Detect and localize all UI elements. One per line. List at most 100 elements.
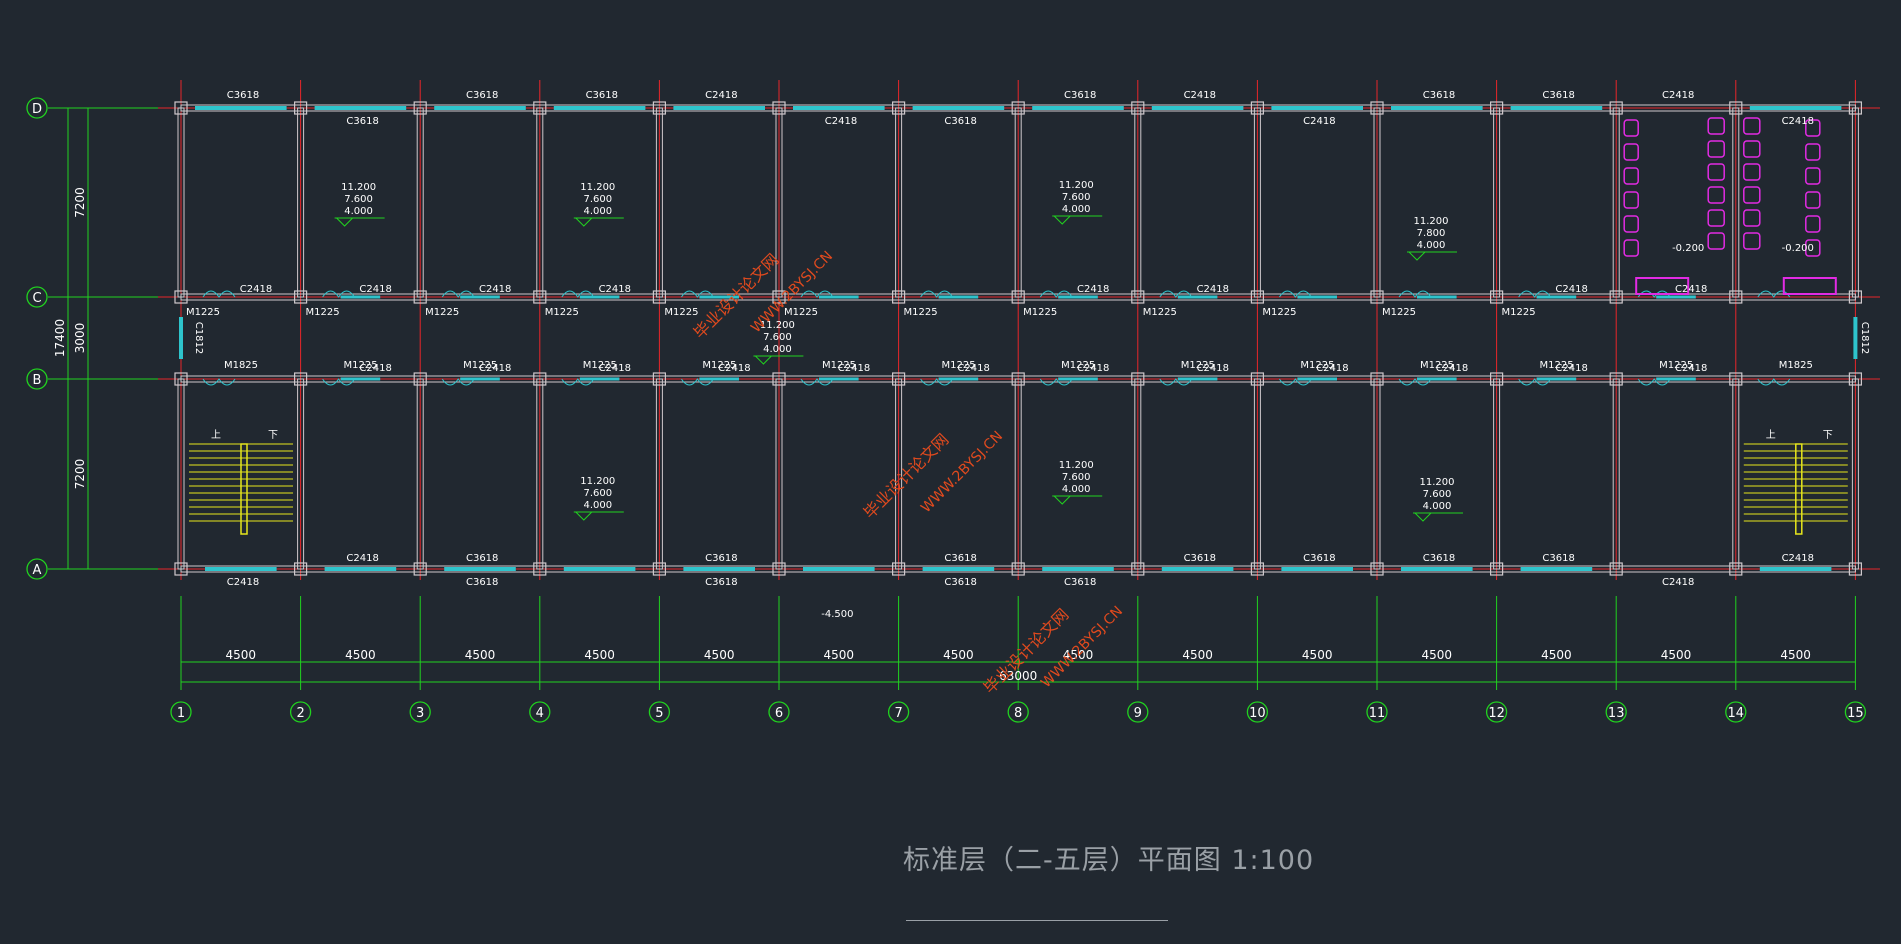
wall-vertical bbox=[297, 378, 305, 570]
axis-bubble-col bbox=[1366, 701, 1388, 723]
window-label: C3618 bbox=[705, 553, 737, 564]
wall-vertical bbox=[416, 107, 424, 298]
toilet-stall bbox=[1805, 167, 1821, 185]
dim-bay-value: 4500 bbox=[1541, 648, 1572, 662]
toilet-stall bbox=[1743, 117, 1761, 135]
elevation-triangle bbox=[335, 217, 354, 227]
window-label: C2418 bbox=[1303, 116, 1335, 127]
door-label: M1225 bbox=[186, 307, 220, 318]
axis-label-col: 7 bbox=[894, 706, 902, 721]
column bbox=[1848, 290, 1863, 304]
column bbox=[1489, 562, 1504, 576]
window-label: C2418 bbox=[1782, 116, 1814, 127]
window-label: C2418 bbox=[479, 284, 511, 295]
wall-vertical bbox=[177, 378, 185, 570]
wall-vertical bbox=[895, 378, 903, 570]
axis-label-col: 1 bbox=[177, 706, 185, 721]
column bbox=[652, 101, 667, 115]
column bbox=[533, 101, 547, 115]
window-label: C3618 bbox=[227, 90, 259, 101]
elevation-triangle bbox=[1407, 251, 1427, 261]
column bbox=[652, 562, 667, 576]
axis-label-row: A bbox=[33, 563, 42, 578]
window-label: C2418 bbox=[599, 363, 631, 374]
wash-basin bbox=[1635, 277, 1690, 295]
walls bbox=[174, 101, 1863, 576]
column bbox=[1848, 101, 1863, 115]
elevation-value-alt: 11.200 bbox=[1414, 216, 1449, 227]
axis-bubble-col bbox=[170, 701, 192, 723]
column bbox=[772, 372, 786, 386]
toilet-stall bbox=[1805, 239, 1821, 257]
column bbox=[294, 372, 308, 386]
door-b bbox=[441, 378, 475, 386]
door-label: M1225 bbox=[1382, 307, 1416, 318]
wall-vertical bbox=[1612, 378, 1620, 570]
column bbox=[1848, 562, 1863, 576]
axis-bubble-col bbox=[768, 701, 790, 723]
wall-vertical bbox=[775, 107, 783, 298]
window-label: C2418 bbox=[957, 363, 989, 374]
window-label: C2418 bbox=[1675, 363, 1707, 374]
elevation-toilet: -0.200 bbox=[1672, 243, 1704, 254]
dim-bay-value: 4500 bbox=[465, 648, 496, 662]
toilet-stall bbox=[1623, 215, 1639, 233]
window-label: C2418 bbox=[705, 90, 737, 101]
window-label: C2418 bbox=[1782, 553, 1814, 564]
door-label: M1225 bbox=[784, 307, 818, 318]
column bbox=[1011, 290, 1025, 304]
door-c bbox=[1398, 290, 1432, 298]
door-b bbox=[1398, 378, 1432, 386]
door-c bbox=[1518, 290, 1552, 298]
wall-vertical bbox=[775, 378, 783, 570]
wall-vertical bbox=[1014, 107, 1022, 298]
column bbox=[1489, 290, 1504, 304]
watermark-cn: 毕业设计论文网 bbox=[980, 605, 1073, 698]
door-label: M1225 bbox=[545, 307, 579, 318]
axis-label-row: B bbox=[33, 373, 42, 388]
axis-label-col: 14 bbox=[1728, 706, 1745, 721]
wall-vertical bbox=[1134, 378, 1142, 570]
drawing-title: 标准层（二-五层）平面图 1:100 bbox=[903, 845, 1315, 876]
toilet-stall bbox=[1623, 167, 1639, 185]
window-label: C3618 bbox=[1542, 90, 1574, 101]
window-label: C2418 bbox=[227, 577, 259, 588]
door-label: M1225 bbox=[1181, 360, 1215, 371]
window-label: C2418 bbox=[1316, 363, 1348, 374]
door-label: M1825 bbox=[224, 360, 258, 371]
wall-vertical bbox=[655, 107, 663, 298]
toilet-stall bbox=[1707, 232, 1725, 250]
door-b bbox=[1039, 378, 1073, 386]
window-label: C2418 bbox=[718, 363, 750, 374]
window-label: C3618 bbox=[466, 90, 498, 101]
dim-bay-value: 4500 bbox=[345, 648, 376, 662]
column bbox=[174, 101, 188, 115]
elevation-value-alt: 7.800 bbox=[1417, 228, 1446, 239]
column bbox=[1250, 372, 1265, 386]
windows bbox=[179, 106, 1858, 571]
wall-vertical bbox=[1493, 107, 1501, 298]
window-label-side: C1812 bbox=[193, 322, 204, 354]
toilet-stall bbox=[1743, 209, 1761, 227]
wall-vertical bbox=[1014, 378, 1022, 570]
window-label: C2418 bbox=[240, 284, 272, 295]
stair-up-label: 上 bbox=[211, 429, 221, 441]
window-label: C3618 bbox=[466, 553, 498, 564]
window-label: C2418 bbox=[1555, 363, 1587, 374]
door-label: M1225 bbox=[1143, 307, 1177, 318]
window-label: C3618 bbox=[1423, 553, 1455, 564]
toilet-stall bbox=[1743, 232, 1761, 250]
dim-left-seg: 7200 bbox=[73, 187, 87, 218]
window-label: C3618 bbox=[466, 577, 498, 588]
axis-label-col: 2 bbox=[296, 706, 304, 721]
window-label: C2418 bbox=[838, 363, 870, 374]
door-label: M1225 bbox=[1540, 360, 1574, 371]
door-label: M1225 bbox=[344, 360, 378, 371]
column bbox=[1609, 290, 1623, 304]
axis-label-col: 15 bbox=[1847, 706, 1864, 721]
door-b bbox=[202, 378, 236, 386]
elevation-value: 7.600 bbox=[763, 332, 792, 343]
axis-bubble-col bbox=[409, 701, 431, 723]
axis-bubble-col bbox=[1844, 701, 1867, 723]
